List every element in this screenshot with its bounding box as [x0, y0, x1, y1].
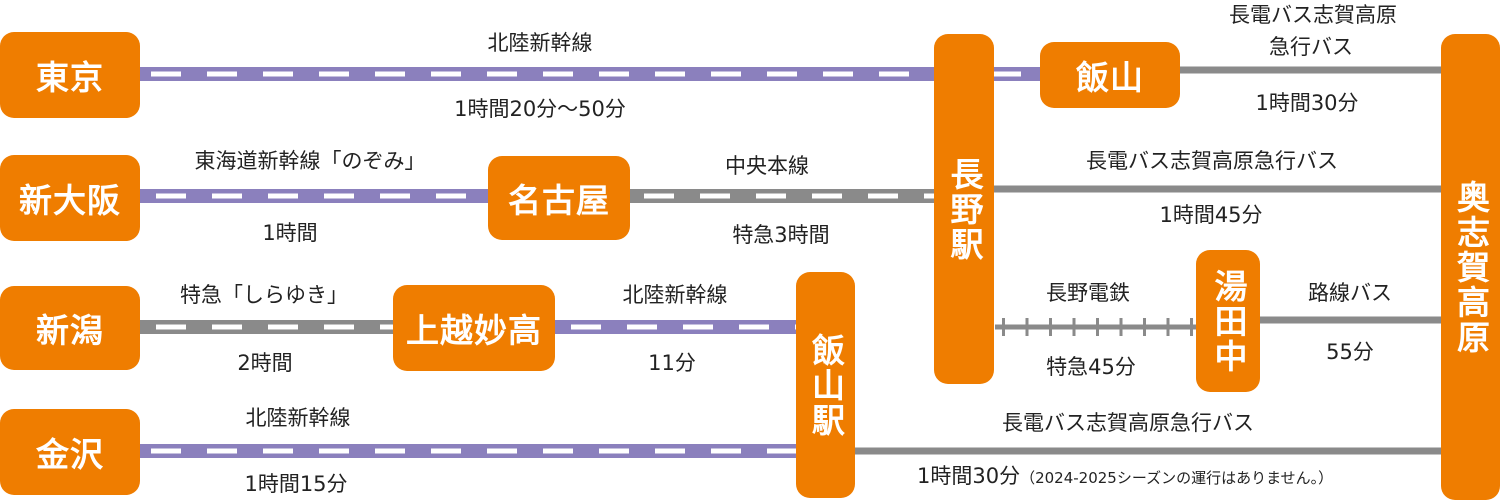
route-time-label: 1時間15分 [244, 472, 348, 496]
route-line-label: 長電バス志賀高原急行バス [1002, 411, 1254, 435]
route-line-label: 長野電鉄 [1046, 281, 1130, 305]
route-time-label: 55分 [1326, 340, 1374, 364]
route-time-label: 1時間20分～50分 [454, 97, 626, 121]
station-label: 新大阪 [19, 181, 121, 220]
route-time-row: 1時間30分（2024-2025シーズンの運行はありません。） [917, 460, 1333, 490]
station-okushiga: 奥志賀高原 [1441, 34, 1500, 500]
route-line-label: 北陸新幹線 [487, 31, 593, 55]
station-joetsu-myoko: 上越妙高 [393, 285, 555, 371]
route-line-label: 特急「しらゆき」 [180, 283, 348, 307]
station-label: 飯山 [1076, 58, 1144, 97]
route-line-label: 北陸新幹線 [245, 406, 351, 430]
route-line-label: 急行バス [1269, 35, 1353, 59]
route-time-label: 1時間30分 [1255, 91, 1359, 115]
station-yudanaka: 湯田中 [1196, 250, 1260, 392]
station-kanazawa: 金沢 [0, 409, 140, 495]
route-time-label: 特急3時間 [732, 223, 830, 247]
station-label: 金沢 [36, 435, 104, 474]
route-line-label: 路線バス [1308, 281, 1392, 305]
station-label: 長野駅 [945, 156, 984, 262]
station-label: 名古屋 [508, 181, 610, 220]
station-shin-osaka: 新大阪 [0, 155, 140, 241]
station-label: 新潟 [36, 311, 104, 350]
route-time-label: 特急45分 [1046, 355, 1136, 379]
route-line-label: 長電バス志賀高原 [1229, 3, 1397, 27]
route-time-label: 1時間30分 [917, 464, 1021, 488]
station-iiyama-station: 飯山駅 [796, 272, 855, 498]
route-line-label: 東海道新幹線「のぞみ」 [194, 149, 426, 173]
station-niigata: 新潟 [0, 286, 140, 370]
route-time-label: 1時間45分 [1159, 203, 1263, 227]
service-note: （2024-2025シーズンの運行はありません。） [1020, 469, 1334, 487]
route-time-label: 2時間 [237, 351, 293, 375]
station-label: 湯田中 [1209, 268, 1248, 374]
station-label: 上越妙高 [406, 311, 542, 350]
station-tokyo: 東京 [0, 32, 140, 118]
station-label: 東京 [36, 58, 104, 97]
station-nagoya: 名古屋 [488, 156, 630, 240]
station-iiyama: 飯山 [1040, 42, 1180, 108]
route-line-label: 長電バス志賀高原急行バス [1086, 149, 1338, 173]
route-time-label: 11分 [648, 351, 696, 375]
route-line-label: 中央本線 [725, 154, 809, 178]
station-nagano-station: 長野駅 [934, 34, 994, 384]
route-time-label: 1時間 [262, 221, 318, 245]
station-label: 飯山駅 [806, 332, 846, 438]
station-label: 奥志賀高原 [1451, 179, 1491, 355]
route-line-label: 北陸新幹線 [622, 283, 728, 307]
